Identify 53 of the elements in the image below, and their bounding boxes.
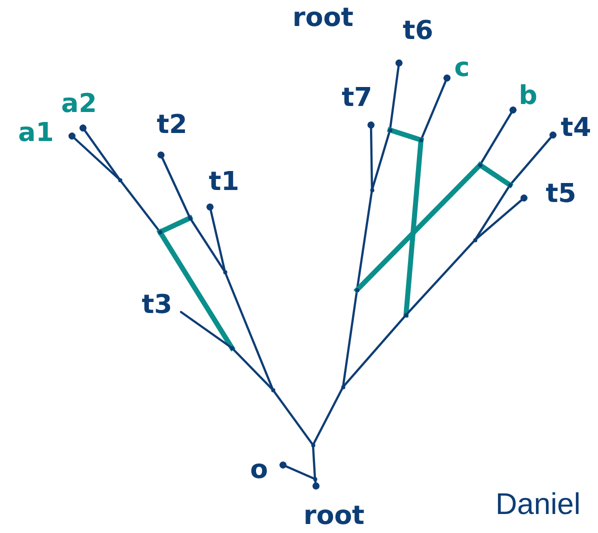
tree-branch (206, 203, 226, 274)
transfer-branch (354, 162, 482, 292)
transfer-branch (388, 128, 424, 142)
branch-point (473, 238, 477, 242)
leaf-label: t4 (560, 115, 592, 141)
leaf-label: t5 (546, 181, 576, 207)
tree-branch (404, 238, 476, 316)
branch-point (388, 128, 392, 132)
branch-point (313, 477, 317, 481)
author-name: Daniel (495, 490, 581, 520)
branch-point (118, 178, 122, 182)
branch-point (419, 138, 423, 142)
branch-point (158, 230, 162, 234)
tree-branch (180, 310, 234, 350)
transfer-branch (158, 230, 234, 350)
tree-branch (188, 216, 226, 274)
tree-branch (79, 124, 122, 182)
leaf-label: t6 (402, 18, 434, 44)
branch-point (223, 270, 227, 274)
leaf-label: t3 (142, 292, 172, 318)
leaf-label: t1 (208, 169, 240, 195)
tree-branch (508, 131, 557, 186)
leaf-label: c (454, 55, 470, 81)
branch-point (188, 216, 192, 220)
tree-branch (279, 461, 316, 480)
leaf-label: a1 (18, 120, 54, 146)
tree-branch (157, 151, 192, 220)
leaf-label: o (250, 457, 268, 483)
branch-point (355, 288, 359, 292)
tree-branch (272, 388, 314, 446)
transfer-branch (404, 138, 424, 318)
transfer-branch (478, 162, 512, 188)
leaf-label: t2 (156, 112, 188, 138)
tree-branch (312, 386, 344, 446)
tree-branch (478, 106, 517, 166)
branch-point (230, 346, 234, 350)
tree-branch (474, 194, 528, 242)
branch-point (478, 163, 482, 167)
root-label: root (292, 5, 354, 31)
branch-point (271, 388, 275, 392)
branch-point (341, 385, 345, 389)
branch-point (370, 188, 374, 192)
leaf-label: b (518, 83, 538, 109)
leaf-label: t7 (342, 85, 372, 111)
branch-point (508, 183, 512, 187)
branch-point (404, 313, 408, 317)
leaf-label: a2 (61, 91, 97, 117)
branch-point (311, 443, 315, 447)
leaf-label: root (304, 503, 364, 529)
tree-branch (342, 314, 408, 388)
tree-branch (230, 346, 274, 392)
transfer-branch (158, 216, 192, 234)
tree-branch (118, 178, 162, 234)
